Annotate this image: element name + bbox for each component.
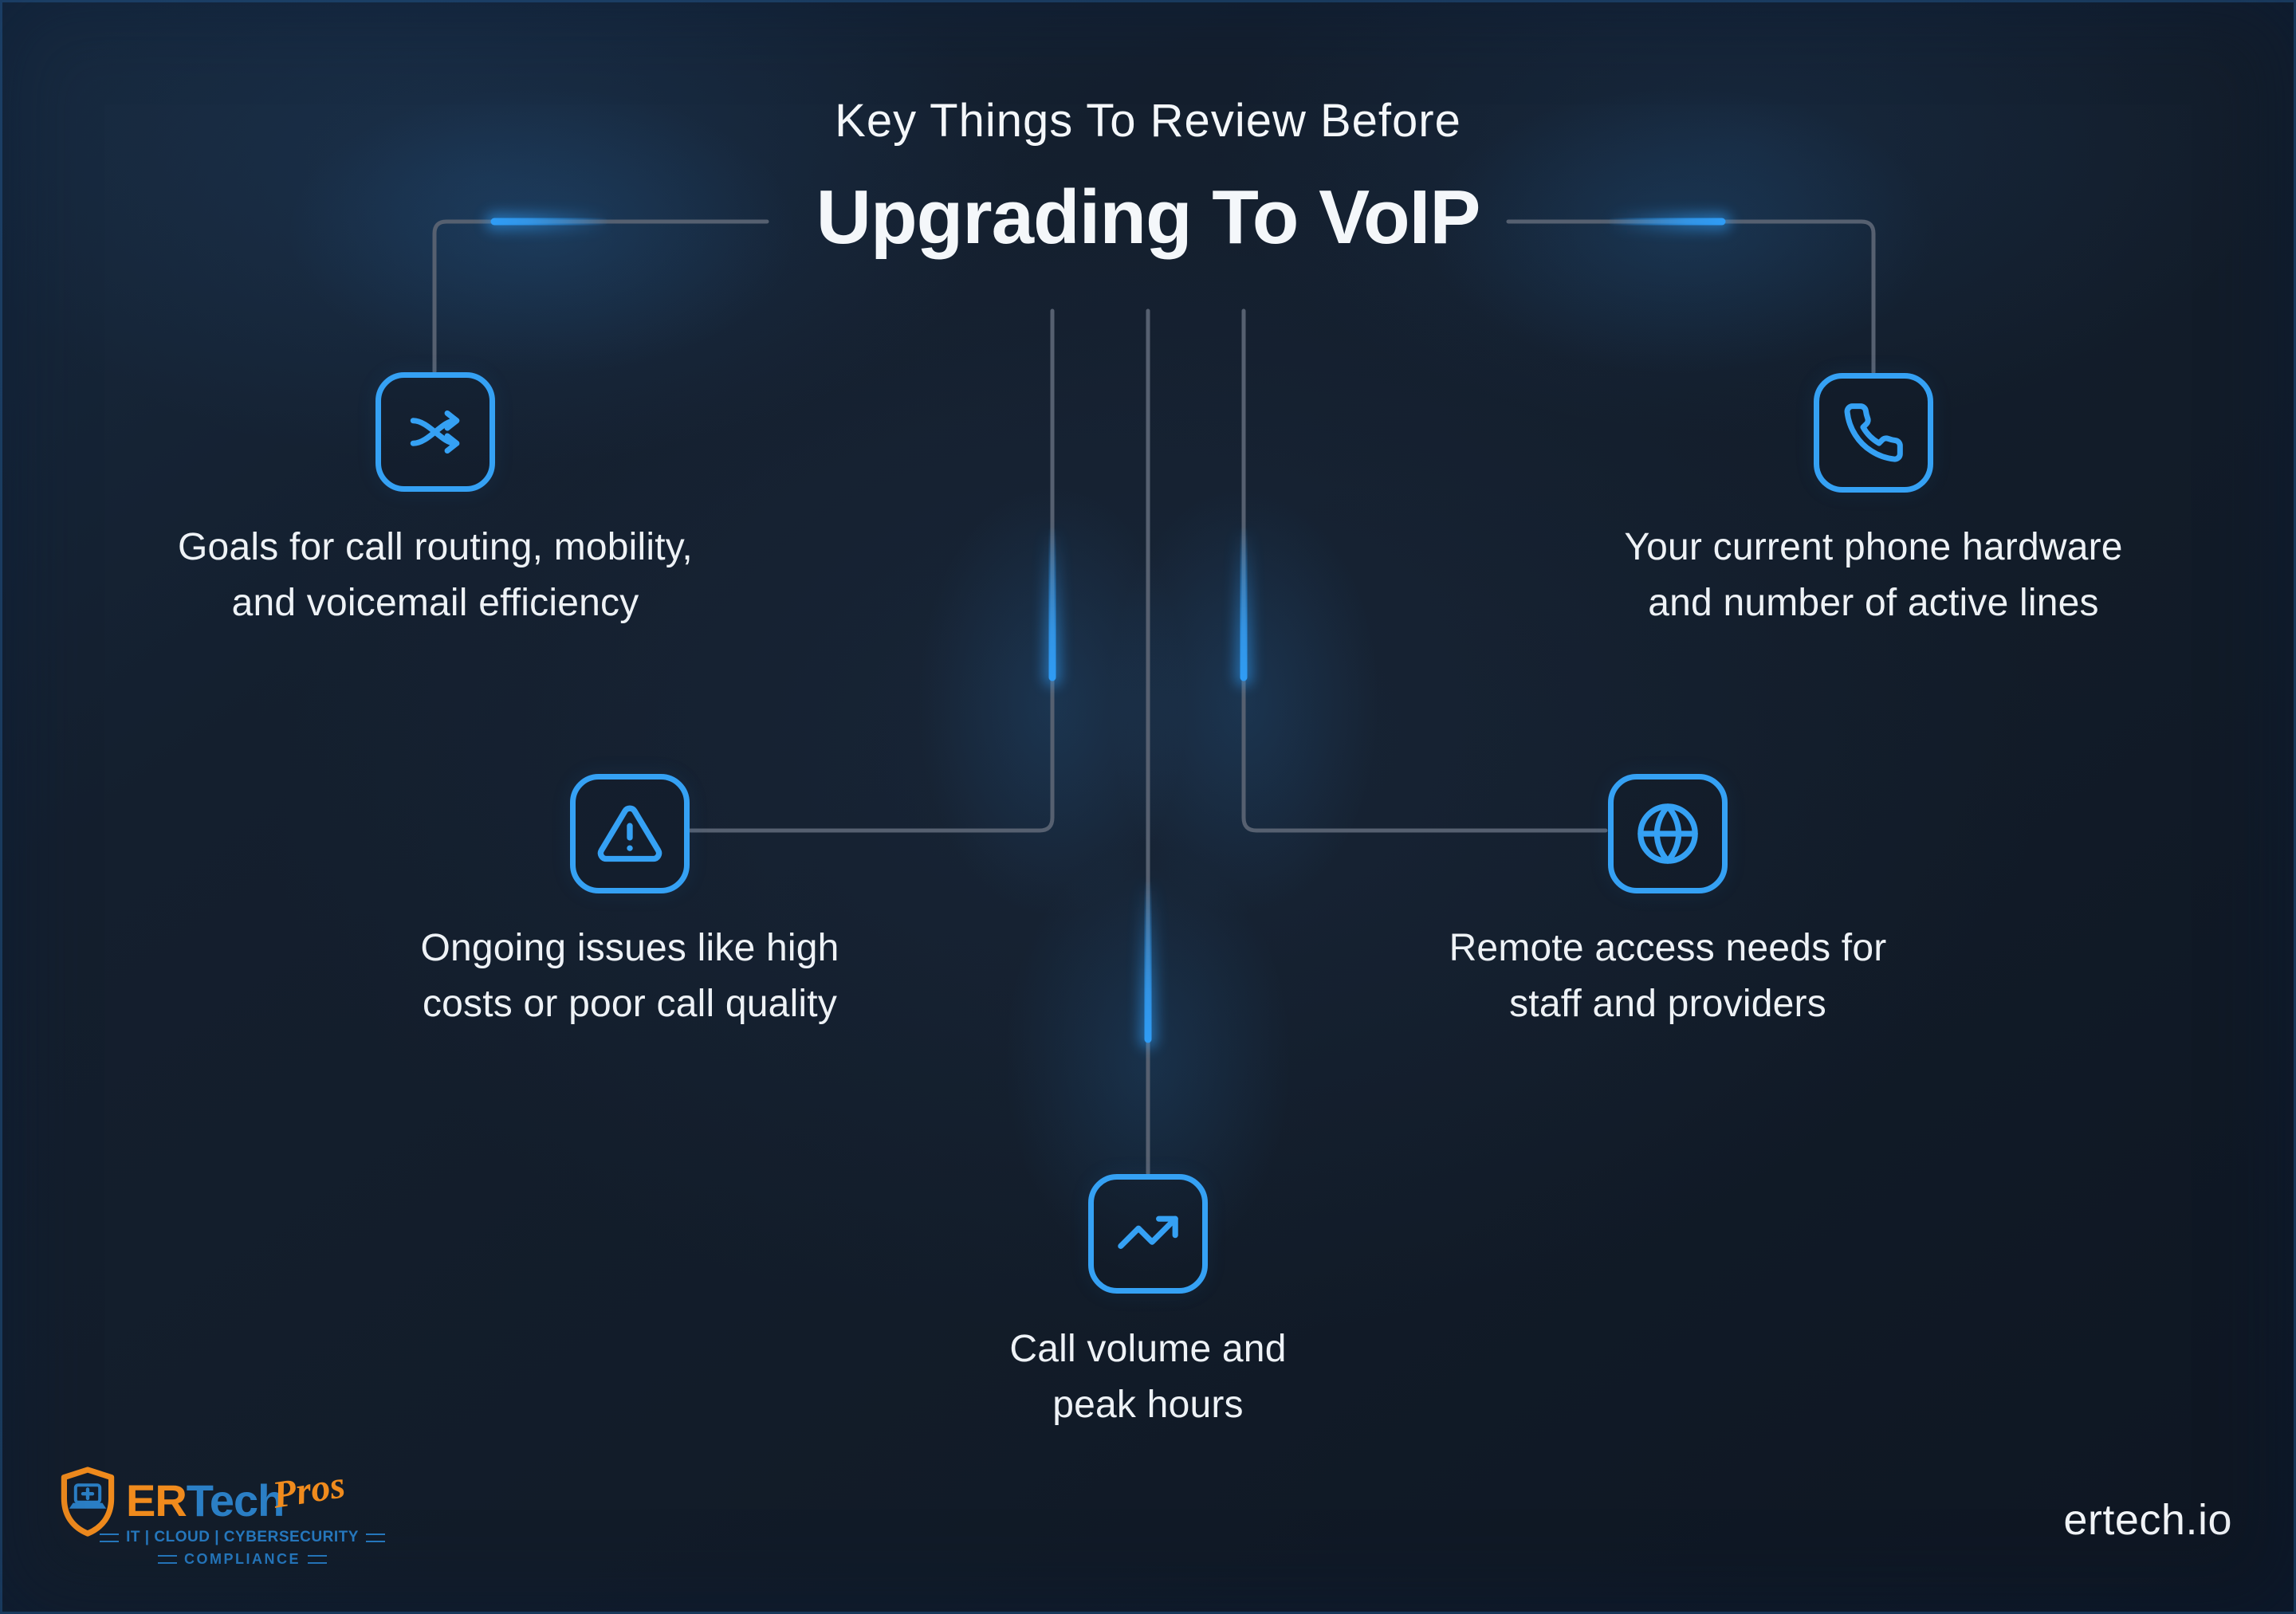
- shuffle-icon: [410, 410, 460, 454]
- tagline-dash-right: [365, 1533, 385, 1542]
- tagline-compliance: COMPLIANCE: [184, 1551, 301, 1567]
- trending-up-icon: [1118, 1215, 1178, 1249]
- node-phone-hardware: [1814, 373, 1933, 493]
- tagline-dash-right: [308, 1555, 327, 1564]
- brand-tech: Tech: [186, 1475, 285, 1526]
- tagline-services: IT | CLOUD | CYBERSECURITY: [126, 1529, 359, 1545]
- caption-call-volume: Call volume and peak hours: [1009, 1328, 1287, 1426]
- tagline-dash-left: [158, 1555, 177, 1564]
- caption-remote-access: Remote access needs for staff and provid…: [1449, 927, 1887, 1025]
- node-ongoing-issues: [570, 774, 690, 893]
- caption-ongoing-issues: Ongoing issues like high costs or poor c…: [420, 927, 839, 1025]
- brand-er: ER: [126, 1475, 187, 1526]
- node-remote-access: [1608, 774, 1728, 893]
- alert-triangle-icon: [597, 805, 662, 862]
- brand-pros: Pros: [269, 1463, 348, 1517]
- caption-phone-hardware: Your current phone hardware and number o…: [1624, 526, 2123, 624]
- node-call-volume: [1088, 1174, 1208, 1294]
- page-title: Upgrading To VoIP: [816, 175, 1481, 260]
- node-call-routing-goals: [375, 372, 495, 492]
- caption-call-routing-goals: Goals for call routing, mobility, and vo…: [178, 526, 693, 624]
- tagline-dash-left: [100, 1533, 120, 1542]
- ertech-pros-logo: ERTech Pros IT | CLOUD | CYBERSECURITY C…: [56, 1463, 391, 1583]
- phone-icon: [1844, 403, 1903, 462]
- logo-taglines: IT | CLOUD | CYBERSECURITY COMPLIANCE: [100, 1529, 385, 1568]
- shield-laptop-icon: [61, 1467, 115, 1537]
- globe-icon: [1637, 803, 1698, 864]
- brand-wordmark: ERTech: [126, 1475, 285, 1526]
- title-kicker: Key Things To Review Before: [835, 95, 1461, 147]
- website-url: ertech.io: [2063, 1496, 2232, 1544]
